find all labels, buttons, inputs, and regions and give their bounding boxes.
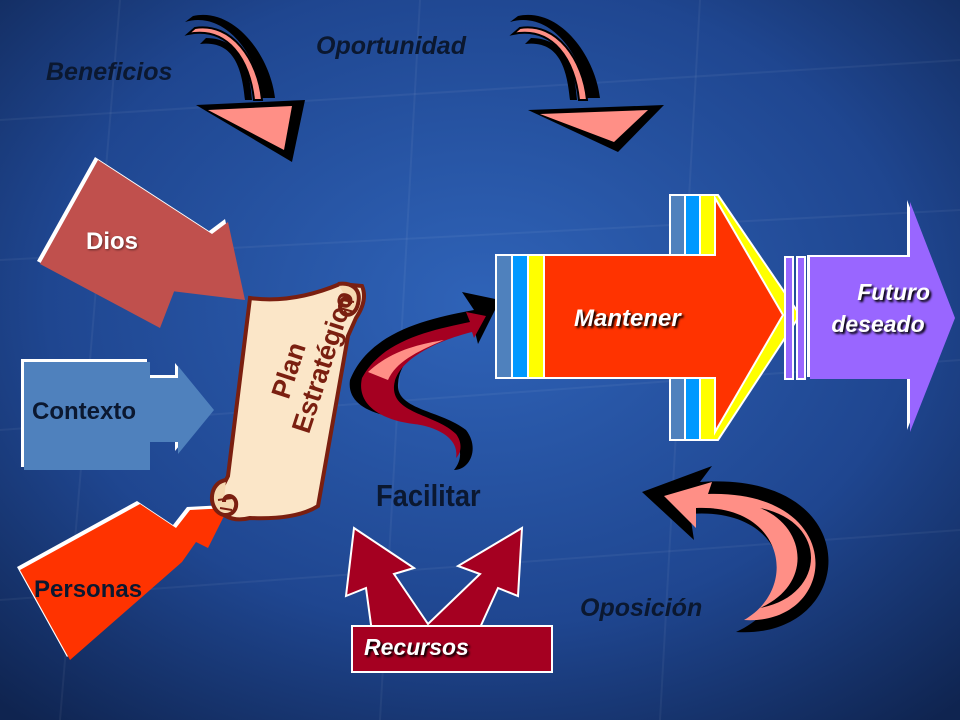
dios-arrow [37,157,245,328]
futuro-line-1: Futuro [857,279,930,305]
label-dios: Dios [86,228,139,255]
label-personas: Personas [34,576,143,603]
curved-arrow-oportunidad-icon [509,14,664,152]
label-mantener: Mantener [574,305,681,332]
contexto-arrow [21,359,214,470]
label-beneficios: Beneficios [46,58,173,86]
recursos-arrow [344,526,553,673]
mantener-arrow [495,194,802,441]
label-oportunidad: Oportunidad [316,32,466,60]
futuro-line-2: deseado [831,311,925,337]
label-contexto: Contexto [32,398,136,425]
curved-arrow-facilitar-icon [349,292,500,470]
plan-scroll [209,281,366,522]
curved-arrow-oposicion-icon [642,466,829,633]
label-futuro-deseado: Futuro deseado [822,276,934,340]
personas-arrow [17,501,228,660]
label-oposicion: Oposición [580,594,703,622]
curved-arrow-beneficios-icon [184,14,305,162]
label-facilitar: Facilitar [376,478,481,513]
futuro-arrow [784,200,955,432]
label-recursos: Recursos [364,634,469,660]
